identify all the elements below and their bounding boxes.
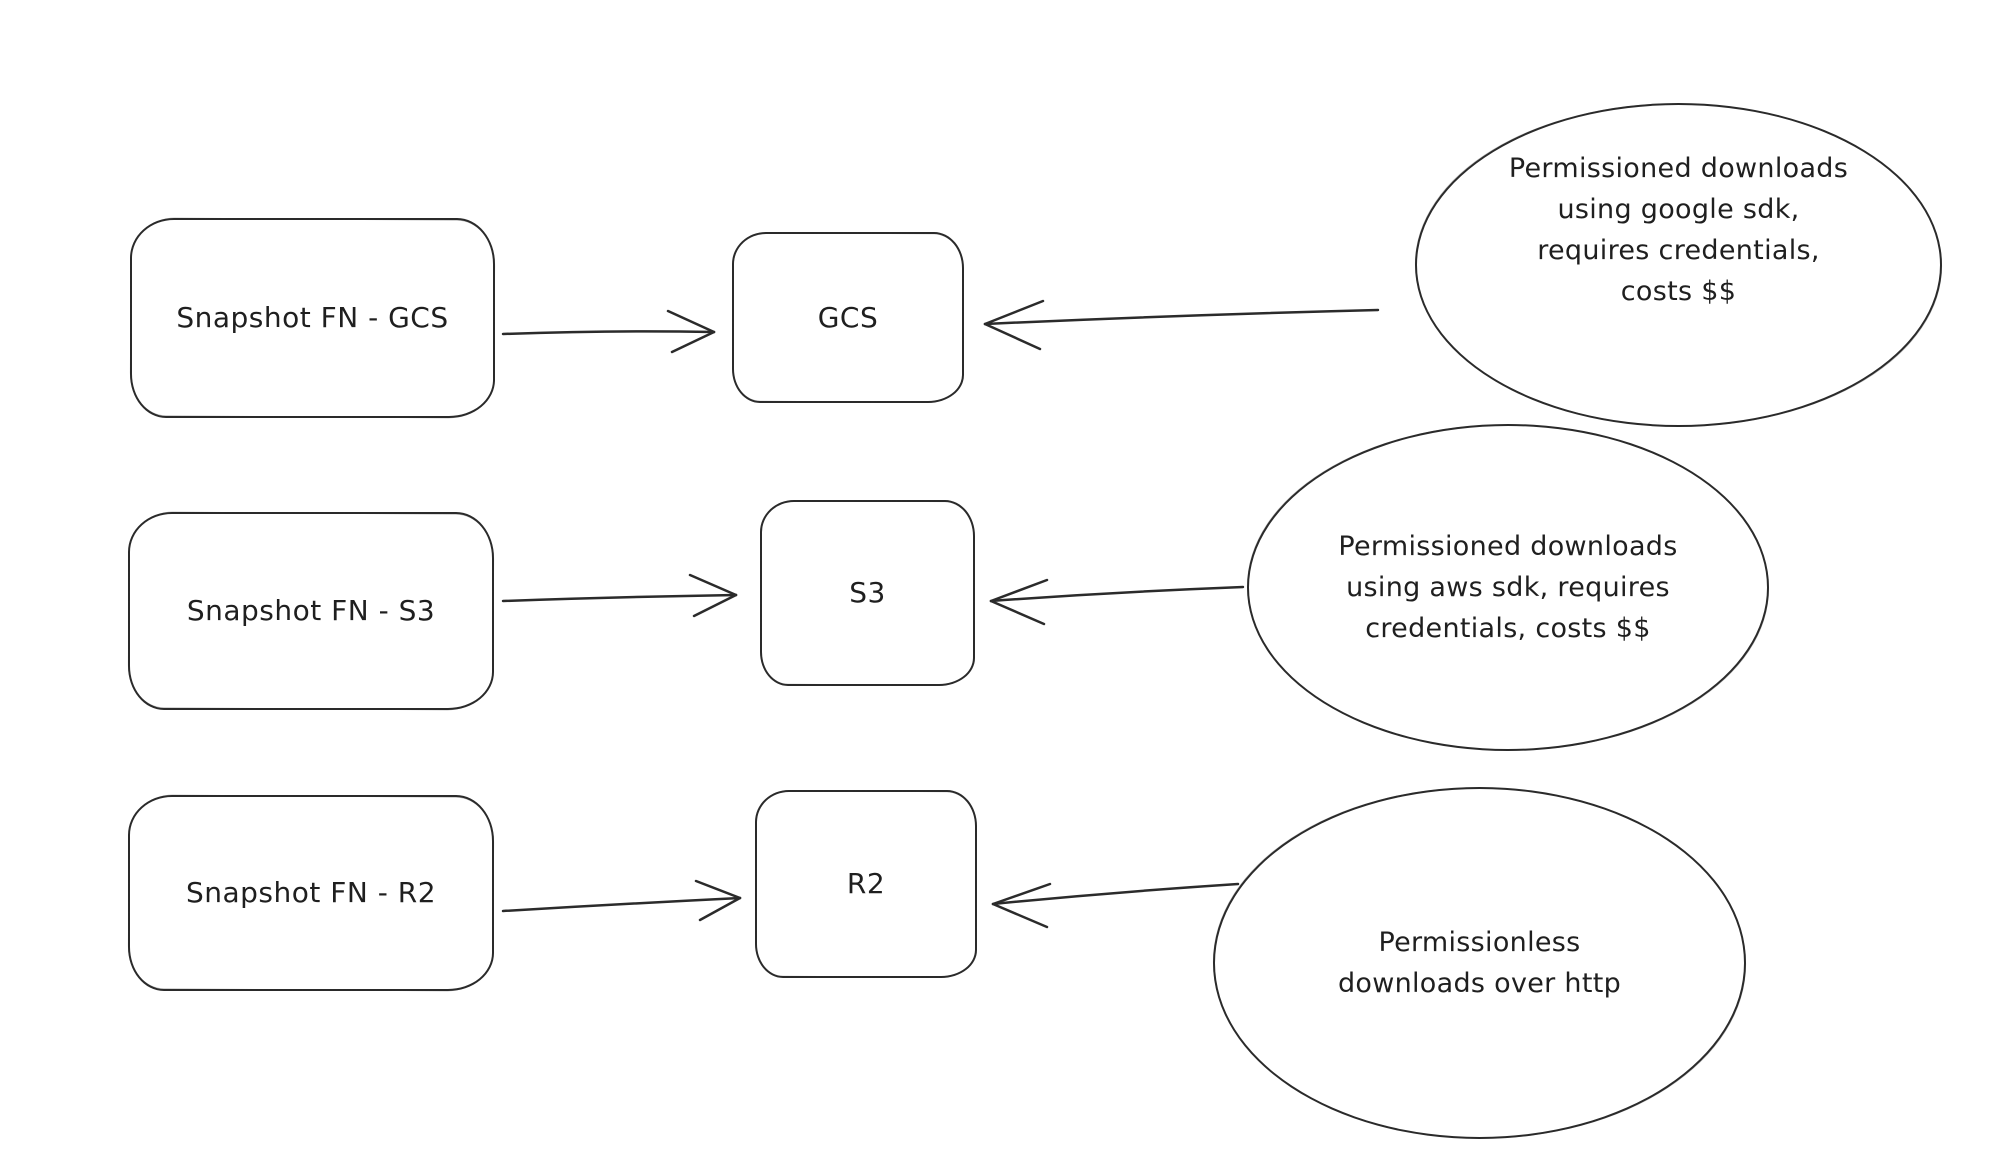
node-r2-label: R2 [846,867,886,900]
arrow-s3-note-to-s3 [989,578,1245,626]
arrow-snapshot-gcs-to-gcs [501,309,716,354]
note-ellipse-s3: Permissioned downloads using aws sdk, re… [1247,424,1769,751]
note-ellipse-r2: Permissionless downloads over http [1213,787,1746,1139]
note-ellipse-gcs: Permissioned downloads using google sdk,… [1415,103,1942,427]
node-snapshot-fn-r2: Snapshot FN - R2 [128,795,494,991]
node-snapshot-fn-gcs: Snapshot FN - GCS [130,218,495,418]
node-snapshot-fn-r2-label: Snapshot FN - R2 [185,876,437,909]
node-s3: S3 [760,500,975,686]
note-ellipse-r2-text: Permissionless downloads over http [1337,927,1622,999]
node-s3-label: S3 [849,576,886,609]
node-snapshot-fn-s3: Snapshot FN - S3 [128,512,494,710]
note-ellipse-gcs-text: Permissioned downloads using google sdk,… [1508,153,1849,307]
node-snapshot-fn-s3-label: Snapshot FN - S3 [186,594,436,627]
node-gcs: GCS [732,232,964,403]
arrow-snapshot-s3-to-s3 [501,573,738,618]
node-gcs-label: GCS [817,300,879,334]
arrow-snapshot-r2-to-r2 [501,879,742,922]
node-r2: R2 [755,790,977,978]
arrow-gcs-note-to-gcs [983,299,1380,351]
note-ellipse-s3-text: Permissioned downloads using aws sdk, re… [1338,531,1678,644]
arrow-r2-note-to-r2 [991,882,1240,929]
node-snapshot-fn-gcs-label: Snapshot FN - GCS [176,301,449,334]
